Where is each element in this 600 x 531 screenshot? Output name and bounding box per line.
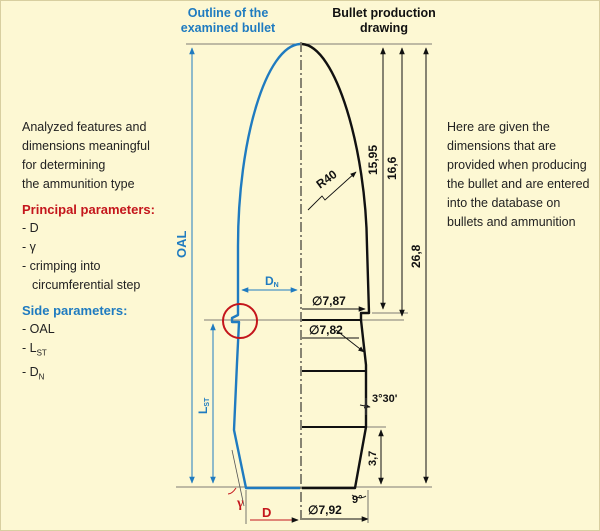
right-panel: Here are given the dimensions that are p… [447, 118, 592, 232]
dim-268-label: 26,8 [409, 244, 423, 268]
side-item-lst: - LST [22, 339, 197, 363]
gamma-ref-line [231, 449, 245, 507]
principal-item-gamma: - γ [22, 240, 36, 254]
oal-label: OAL [174, 231, 189, 259]
r40-label: R40 [314, 167, 340, 191]
angle-9-arc [351, 494, 367, 499]
production-header: Bullet production drawing [314, 6, 454, 36]
left-panel: Analyzed features and dimensions meaning… [22, 118, 197, 386]
crimp-circle [222, 303, 258, 339]
side-item-lst-sub: ST [36, 348, 47, 358]
side-item-lst-main: - L [22, 341, 37, 355]
gamma-label: γ [236, 496, 244, 511]
dim-787-label: ∅7,87 [312, 294, 346, 308]
intro-line-1: Analyzed features and [22, 120, 147, 134]
dim-782-leader [335, 329, 365, 353]
side-item-oal: - OAL [22, 322, 55, 336]
side-item-dn-sub: N [38, 372, 45, 381]
intro-line-3: for determining [22, 158, 106, 172]
angle-9-label: 9° [352, 494, 363, 506]
dim-792-label: ∅7,92 [308, 503, 342, 517]
r40-leader [307, 171, 357, 211]
lst-label: LST [196, 397, 211, 414]
production-header-line2: drawing [360, 21, 408, 35]
side-title: Side parameters: [22, 303, 128, 318]
d-label: D [262, 505, 271, 520]
principal-item-d: - D [22, 221, 39, 235]
dim-37-label: 3,7 [367, 451, 379, 466]
outline-header: Outline of the examined bullet [168, 6, 288, 36]
outline-header-line1: Outline of the [187, 6, 269, 20]
dim-1595-label: 15,95 [366, 145, 380, 175]
production-header-line1: Bullet production [332, 6, 436, 20]
lst-label-sub: ST [204, 397, 211, 407]
gamma-arc [227, 487, 237, 495]
right-line-5: into the database on [447, 196, 561, 210]
principal-item-circumferential: circumferential step [32, 278, 141, 292]
right-line-6: bullets and ammunition [447, 215, 576, 229]
dn-label: DN [265, 274, 279, 289]
right-line-1: Here are given the [447, 120, 550, 134]
angle-330-arrow [359, 403, 371, 409]
dim-166-label: 16,6 [385, 156, 399, 180]
outline-header-line2: examined bullet [180, 21, 276, 35]
lst-label-main: L [196, 407, 210, 414]
right-line-2: dimensions that are [447, 139, 557, 153]
dn-label-main: D [265, 274, 274, 288]
production-bullet-outline [301, 42, 371, 490]
dn-label-sub: N [274, 282, 279, 289]
dim-782-label: ∅7,82 [309, 323, 343, 337]
right-line-3: provided when producing [447, 158, 587, 172]
examined-bullet-outline [230, 42, 301, 490]
principal-title: Principal parameters: [22, 202, 155, 217]
angle-330-label: 3°30' [372, 393, 398, 405]
side-item-dn: - DN [22, 363, 197, 387]
side-item-dn-main: - D [22, 364, 39, 379]
principal-item-crimping: - crimping into [22, 259, 101, 273]
intro-line-2: dimensions meaningful [22, 139, 150, 153]
intro-line-4: the ammunition type [22, 177, 135, 191]
right-line-4: the bullet and are entered [447, 177, 590, 191]
